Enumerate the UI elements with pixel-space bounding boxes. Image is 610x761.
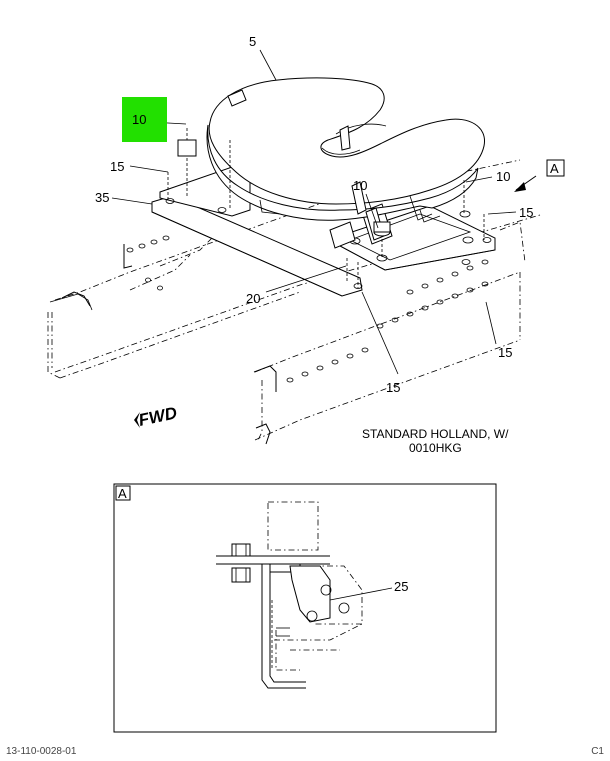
callout-10-center[interactable]: 10: [353, 178, 367, 193]
view-arrow-head: [514, 182, 526, 192]
callout-5[interactable]: 5: [249, 34, 256, 49]
leader-20: [265, 265, 347, 293]
leader-10-right: [465, 176, 493, 183]
view-label: A: [550, 161, 559, 176]
detail-frame: [113, 483, 497, 733]
detail-view-a: A 25: [113, 483, 497, 733]
callout-15-left[interactable]: 15: [110, 159, 124, 174]
caption-line-2: 0010HKG: [409, 441, 462, 455]
frame-rails: [47, 159, 541, 445]
callout-15-bottom[interactable]: 15: [386, 380, 400, 395]
detail-label: A: [118, 486, 127, 501]
leader-25: [329, 587, 393, 601]
view-label-box: A: [546, 159, 565, 177]
leader-lines: [111, 49, 537, 375]
fasteners: [167, 128, 485, 288]
fwd-indicator: FWD: [134, 403, 179, 430]
callout-25[interactable]: 25: [394, 579, 408, 594]
leader-5: [259, 49, 277, 81]
leader-15-lower-right: [485, 301, 497, 345]
callout-20[interactable]: 20: [246, 291, 260, 306]
leader-15-left: [129, 165, 169, 173]
callout-15-right[interactable]: 15: [519, 205, 533, 220]
caption-line-1: STANDARD HOLLAND, W/: [362, 427, 509, 441]
callout-15-lower-right[interactable]: 15: [498, 345, 512, 360]
footer-left: 13-110-0028-01: [6, 746, 77, 757]
leader-15-right: [487, 211, 517, 215]
rail-holes: [126, 235, 489, 383]
highlight-box[interactable]: [122, 97, 167, 142]
callout-35[interactable]: 35: [95, 190, 109, 205]
fwd-label: FWD: [137, 403, 179, 430]
callout-labels: 5 10 15 35 10 10 15 20 15 15: [95, 34, 533, 395]
callout-10-right[interactable]: 10: [496, 169, 510, 184]
footer-right: C1: [591, 746, 604, 757]
leader-35: [111, 197, 153, 205]
callout-10-highlight[interactable]: 10: [132, 112, 146, 127]
fwd-arrow-icon: [134, 412, 140, 428]
leader-10-center: [365, 193, 379, 229]
leader-15-bottom: [361, 291, 399, 375]
